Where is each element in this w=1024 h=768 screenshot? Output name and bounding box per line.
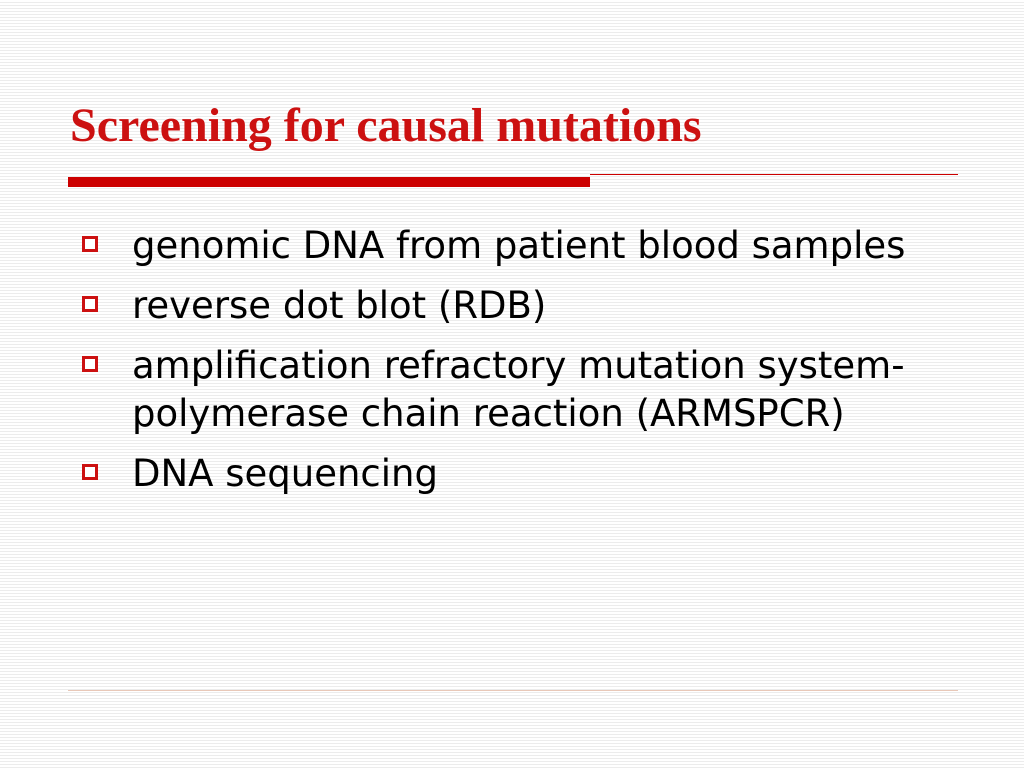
bullet-text: DNA sequencing (132, 452, 438, 495)
bullet-item: reverse dot blot (RDB) (82, 282, 942, 330)
title-underline-thin (590, 174, 958, 175)
footer-divider (68, 690, 958, 691)
bullet-text: reverse dot blot (RDB) (132, 284, 547, 327)
bullet-item: amplification refractory mutation system… (82, 342, 942, 438)
bullet-item: DNA sequencing (82, 450, 942, 498)
hollow-square-icon (82, 356, 98, 372)
bullet-item: genomic DNA from patient blood samples (82, 222, 942, 270)
hollow-square-icon (82, 236, 98, 252)
hollow-square-icon (82, 296, 98, 312)
bullet-list: genomic DNA from patient blood samples r… (82, 222, 942, 510)
hollow-square-icon (82, 464, 98, 480)
title-underline-thick (68, 177, 590, 187)
bullet-text: amplification refractory mutation system… (132, 344, 905, 435)
slide-title: Screening for causal mutations (70, 99, 702, 152)
bullet-text: genomic DNA from patient blood samples (132, 224, 906, 267)
